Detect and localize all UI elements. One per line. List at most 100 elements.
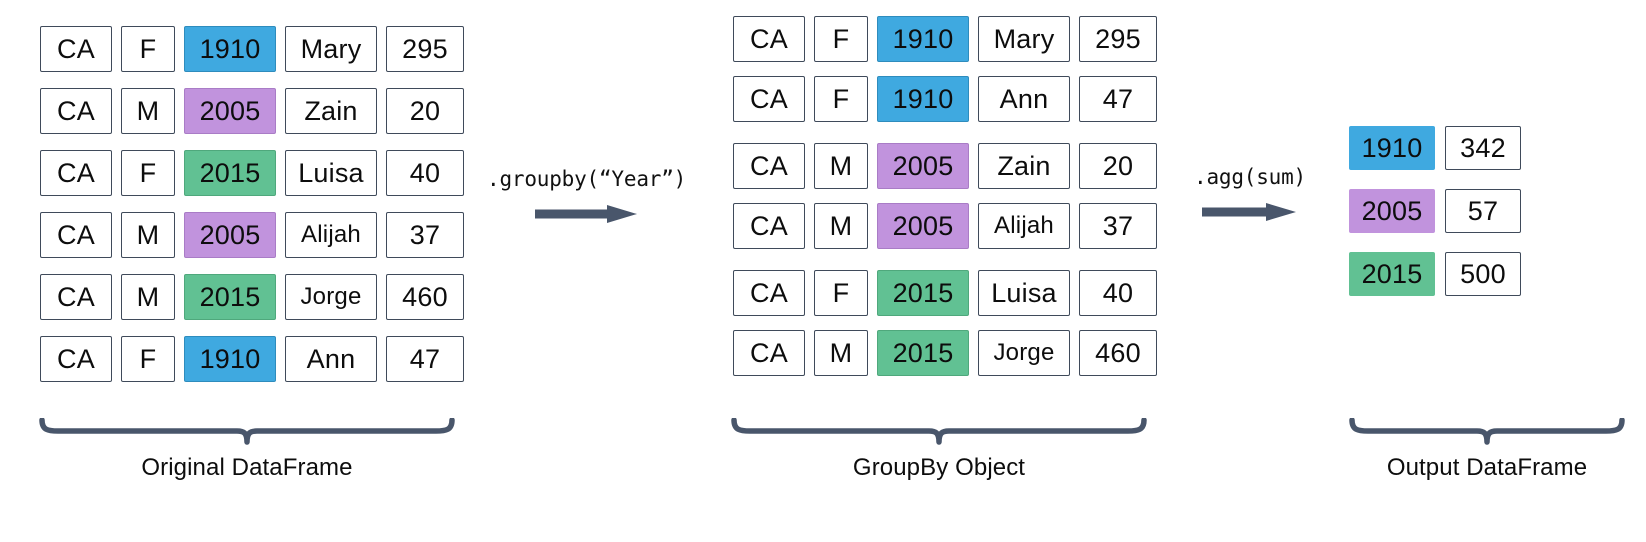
cell-year: 2015 [1349, 252, 1435, 296]
cell-name: Ann [978, 76, 1070, 122]
cell-sex: F [121, 150, 175, 196]
agg-label: .agg(sum) [1194, 165, 1306, 189]
arrow-right-icon [1200, 201, 1300, 228]
groupby-object-caption: GroupBy Object [852, 454, 1026, 481]
cell-count: 37 [386, 212, 464, 258]
groupby-operation: .groupby(“Year”) [487, 167, 686, 230]
agg-operation: .agg(sum) [1194, 165, 1306, 228]
cell-sum: 500 [1445, 252, 1521, 296]
original-dataframe-caption: Original DataFrame [141, 454, 353, 481]
cell-count: 37 [1079, 203, 1157, 249]
group-block-2005: CA M 2005 Zain 20 CA M 2005 Alijah 37 [733, 143, 1157, 249]
cell-sex: M [121, 274, 175, 320]
groupby-object-brace-group: GroupBy Object [730, 418, 1148, 482]
cell-sex: F [814, 16, 868, 62]
cell-count: 20 [386, 88, 464, 134]
cell-count: 20 [1079, 143, 1157, 189]
cell-state: CA [733, 76, 805, 122]
cell-sum: 342 [1445, 126, 1521, 170]
cell-year: 1910 [1349, 126, 1435, 170]
cell-name: Luisa [978, 270, 1070, 316]
cell-state: CA [733, 203, 805, 249]
cell-name: Luisa [285, 150, 377, 196]
cell-name: Alijah [285, 212, 377, 258]
table-row: 2015 500 [1349, 252, 1521, 296]
cell-count: 40 [386, 150, 464, 196]
cell-state: CA [733, 16, 805, 62]
cell-name: Mary [978, 16, 1070, 62]
cell-state: CA [40, 274, 112, 320]
cell-sex: M [814, 203, 868, 249]
cell-state: CA [733, 330, 805, 376]
cell-year: 2005 [184, 212, 276, 258]
cell-count: 47 [386, 336, 464, 382]
cell-sex: M [121, 212, 175, 258]
table-row: CA F 2015 Luisa 40 [733, 270, 1157, 316]
output-dataframe-caption: Output DataFrame [1386, 454, 1588, 481]
cell-state: CA [733, 270, 805, 316]
cell-state: CA [40, 150, 112, 196]
cell-year: 2015 [877, 330, 969, 376]
table-row: CA M 2005 Zain 20 [40, 88, 464, 134]
arrow-right-icon [533, 203, 641, 230]
cell-name: Alijah [978, 203, 1070, 249]
cell-year: 2005 [1349, 189, 1435, 233]
table-row: 2005 57 [1349, 189, 1521, 233]
curly-brace-icon [39, 418, 455, 445]
original-dataframe: CA F 1910 Mary 295 CA M 2005 Zain 20 CA … [40, 26, 464, 398]
cell-year: 2015 [184, 274, 276, 320]
cell-year: 2005 [877, 143, 969, 189]
group-block-2015: CA F 2015 Luisa 40 CA M 2015 Jorge 460 [733, 270, 1157, 376]
cell-sex: F [121, 336, 175, 382]
cell-state: CA [40, 88, 112, 134]
cell-state: CA [40, 212, 112, 258]
cell-count: 40 [1079, 270, 1157, 316]
table-row: CA F 1910 Mary 295 [40, 26, 464, 72]
cell-name: Ann [285, 336, 377, 382]
cell-name: Mary [285, 26, 377, 72]
cell-sex: M [814, 330, 868, 376]
cell-sex: F [121, 26, 175, 72]
curly-brace-icon [1349, 418, 1625, 445]
cell-name: Zain [978, 143, 1070, 189]
table-row: CA F 1910 Mary 295 [733, 16, 1157, 62]
table-row: CA F 2015 Luisa 40 [40, 150, 464, 196]
cell-count: 295 [386, 26, 464, 72]
output-dataframe-brace-group: Output DataFrame [1348, 418, 1626, 482]
output-dataframe: 1910 342 2005 57 2015 500 [1349, 126, 1521, 296]
cell-year: 2005 [877, 203, 969, 249]
cell-year: 2005 [184, 88, 276, 134]
cell-sex: F [814, 270, 868, 316]
cell-count: 295 [1079, 16, 1157, 62]
group-block-1910: CA F 1910 Mary 295 CA F 1910 Ann 47 [733, 16, 1157, 122]
table-row: CA M 2005 Alijah 37 [733, 203, 1157, 249]
table-row: CA M 2015 Jorge 460 [733, 330, 1157, 376]
cell-sum: 57 [1445, 189, 1521, 233]
cell-sex: M [121, 88, 175, 134]
table-row: CA F 1910 Ann 47 [733, 76, 1157, 122]
table-row: CA M 2005 Alijah 37 [40, 212, 464, 258]
cell-count: 460 [386, 274, 464, 320]
cell-state: CA [733, 143, 805, 189]
cell-state: CA [40, 26, 112, 72]
cell-year: 1910 [184, 26, 276, 72]
cell-sex: M [814, 143, 868, 189]
table-row: CA M 2015 Jorge 460 [40, 274, 464, 320]
curly-brace-icon [731, 418, 1147, 445]
cell-sex: F [814, 76, 868, 122]
table-row: CA M 2005 Zain 20 [733, 143, 1157, 189]
cell-year: 2015 [877, 270, 969, 316]
cell-name: Zain [285, 88, 377, 134]
cell-count: 47 [1079, 76, 1157, 122]
cell-year: 1910 [877, 16, 969, 62]
table-row: 1910 342 [1349, 126, 1521, 170]
cell-year: 2015 [184, 150, 276, 196]
cell-year: 1910 [877, 76, 969, 122]
cell-state: CA [40, 336, 112, 382]
cell-count: 460 [1079, 330, 1157, 376]
cell-year: 1910 [184, 336, 276, 382]
cell-name: Jorge [978, 330, 1070, 376]
groupby-object: CA F 1910 Mary 295 CA F 1910 Ann 47 CA M… [733, 16, 1157, 390]
groupby-label: .groupby(“Year”) [487, 167, 687, 191]
cell-name: Jorge [285, 274, 377, 320]
